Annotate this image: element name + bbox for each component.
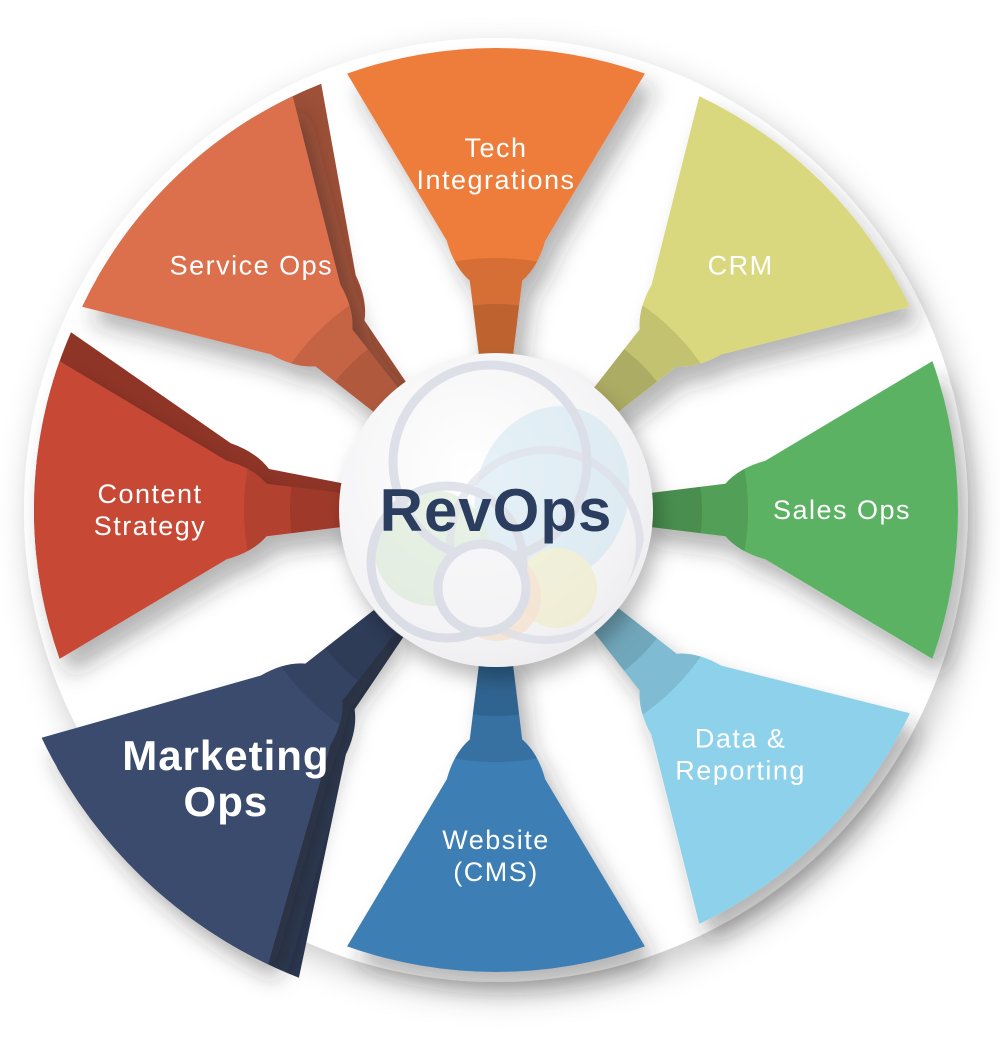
segment-label: Website(CMS) [442,825,550,887]
segment-label: CRM [708,250,774,280]
segment-service-ops: Service Ops [82,83,414,420]
segment-shape [82,96,406,420]
center-circle [339,353,653,667]
segment-label: Sales Ops [773,495,911,525]
segment-shape [586,600,910,924]
center-label: RevOps [380,477,613,544]
segment-label: Service Ops [170,250,334,280]
center-hub: RevOps [339,353,653,667]
segment-shape [41,610,396,965]
segment-shape [639,361,958,659]
segment-label: Data &Reporting [675,724,806,786]
segment-shape [586,96,910,420]
revops-logo-watermark [366,360,644,644]
segment-shape [347,48,645,367]
segment-shape [34,361,354,659]
segment-shape [347,653,645,972]
